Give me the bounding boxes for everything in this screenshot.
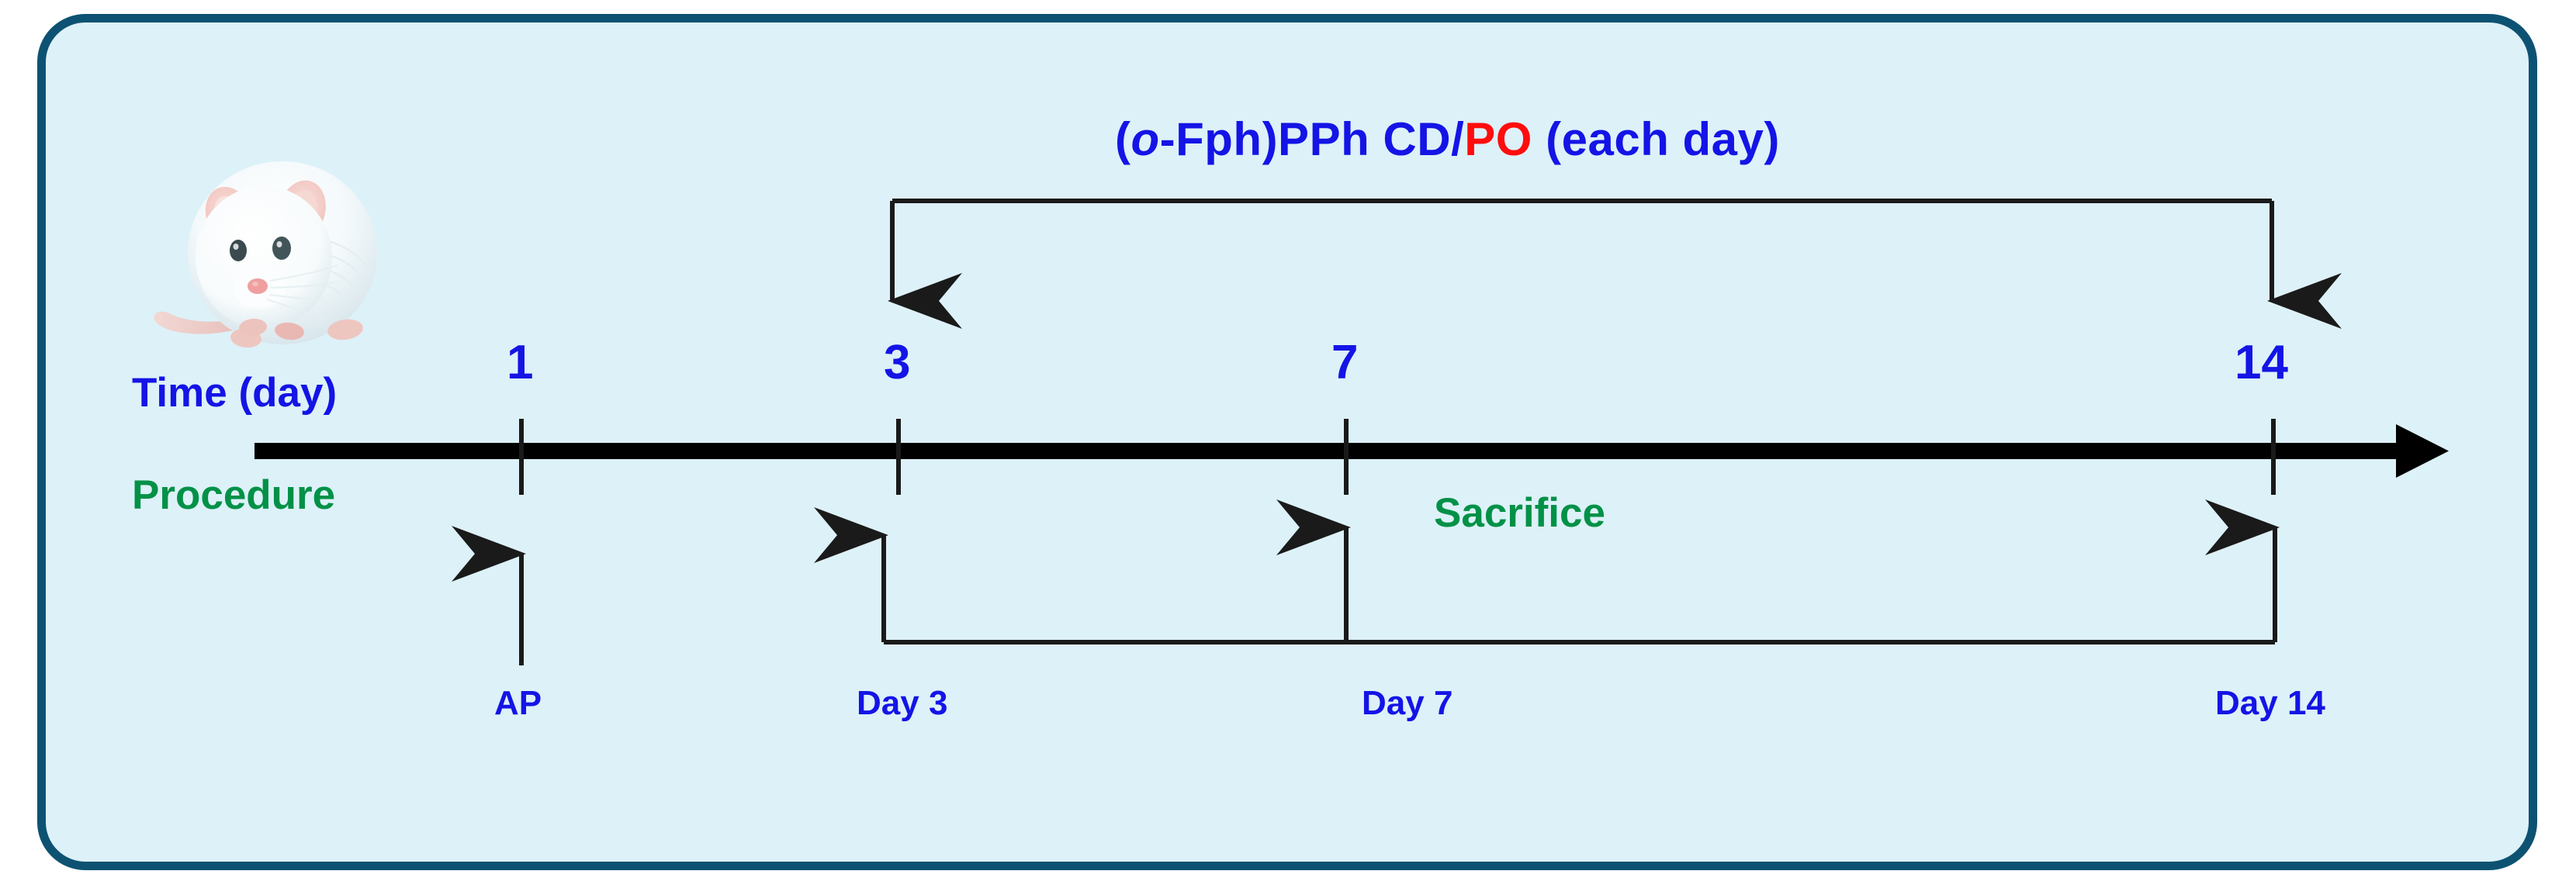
title-mid: -Fph)PPh CD/ (1159, 113, 1465, 165)
tick-number-day-3: 3 (884, 336, 911, 389)
time-axis-label: Time (day) (132, 370, 338, 416)
tick-number-day-7: 7 (1331, 336, 1359, 389)
procedure-row-label: Procedure (132, 472, 336, 518)
tick-number-day-1: 1 (507, 336, 534, 389)
title-prefix: ( (1115, 113, 1131, 165)
title-red-po: PO (1464, 113, 1532, 165)
treatment-title: (o-Fph)PPh CD/PO (each day) (1115, 116, 1780, 163)
figure-panel (37, 14, 2537, 870)
procedure-label-ap: AP (494, 684, 542, 722)
mouse-icon (149, 144, 390, 369)
title-italic-o: o (1130, 113, 1160, 165)
procedure-label-day-14: Day 14 (2215, 684, 2325, 722)
procedure-label-day-3: Day 3 (857, 684, 948, 722)
sacrifice-label: Sacrifice (1434, 490, 1605, 536)
procedure-label-day-7: Day 7 (1362, 684, 1453, 722)
tick-number-day-14: 14 (2235, 336, 2288, 389)
title-suffix: (each day) (1532, 113, 1780, 165)
